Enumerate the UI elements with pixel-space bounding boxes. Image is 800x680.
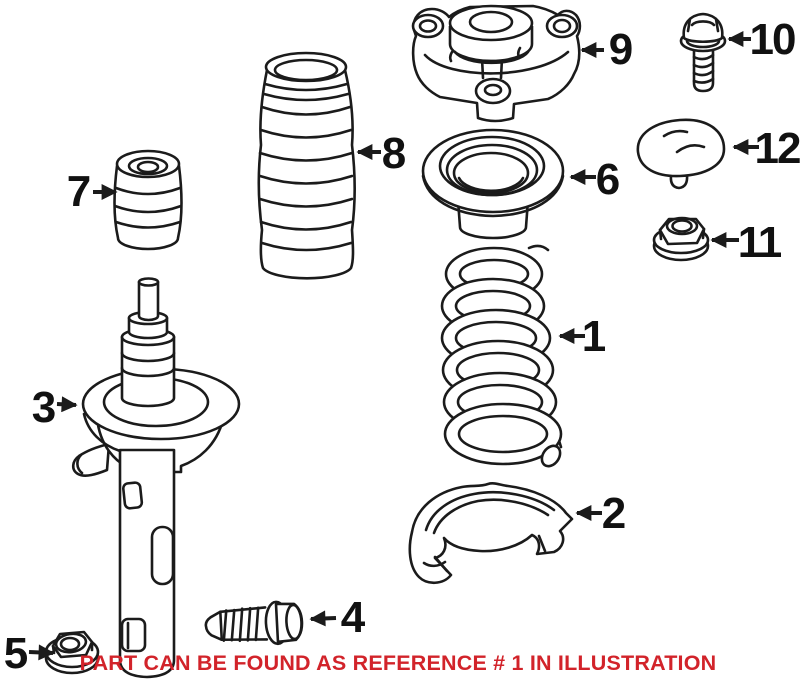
arrow-4 bbox=[309, 610, 337, 627]
mount-bolt-drawing bbox=[679, 12, 727, 93]
coil-spring-drawing bbox=[440, 244, 563, 468]
callout-label-4: 4 bbox=[340, 593, 366, 642]
lower-spring-seat-drawing bbox=[408, 482, 574, 585]
upper-spring-seat-drawing bbox=[421, 128, 565, 240]
dust-boot-drawing bbox=[257, 51, 356, 280]
arrow-5 bbox=[28, 644, 55, 661]
reference-note: PART CAN BE FOUND AS REFERENCE # 1 IN IL… bbox=[79, 651, 717, 675]
callout-label-1: 1 bbox=[581, 312, 607, 361]
callout-label-2: 2 bbox=[601, 489, 627, 538]
callout-arrows bbox=[28, 31, 759, 661]
cover-cap-drawing bbox=[636, 118, 726, 190]
callout-label-8: 8 bbox=[381, 129, 407, 178]
callout-label-12: 12 bbox=[754, 124, 800, 173]
callout-label-7: 7 bbox=[66, 167, 92, 216]
upper-flange-nut-drawing bbox=[652, 216, 710, 262]
callout-label-3: 3 bbox=[31, 383, 57, 432]
bump-stop-drawing bbox=[113, 149, 183, 251]
callout-label-6: 6 bbox=[595, 155, 621, 204]
strut-mount-drawing bbox=[411, 4, 582, 123]
callout-label-5: 5 bbox=[3, 629, 29, 678]
callout-label-11: 11 bbox=[737, 218, 782, 267]
arrow-3 bbox=[56, 396, 78, 413]
strut-assembly-drawing bbox=[71, 277, 241, 679]
callout-label-9: 9 bbox=[608, 25, 634, 74]
pinch-bolt-drawing bbox=[204, 600, 304, 646]
callout-label-10: 10 bbox=[749, 15, 797, 64]
lower-flange-nut-drawing bbox=[44, 630, 100, 675]
